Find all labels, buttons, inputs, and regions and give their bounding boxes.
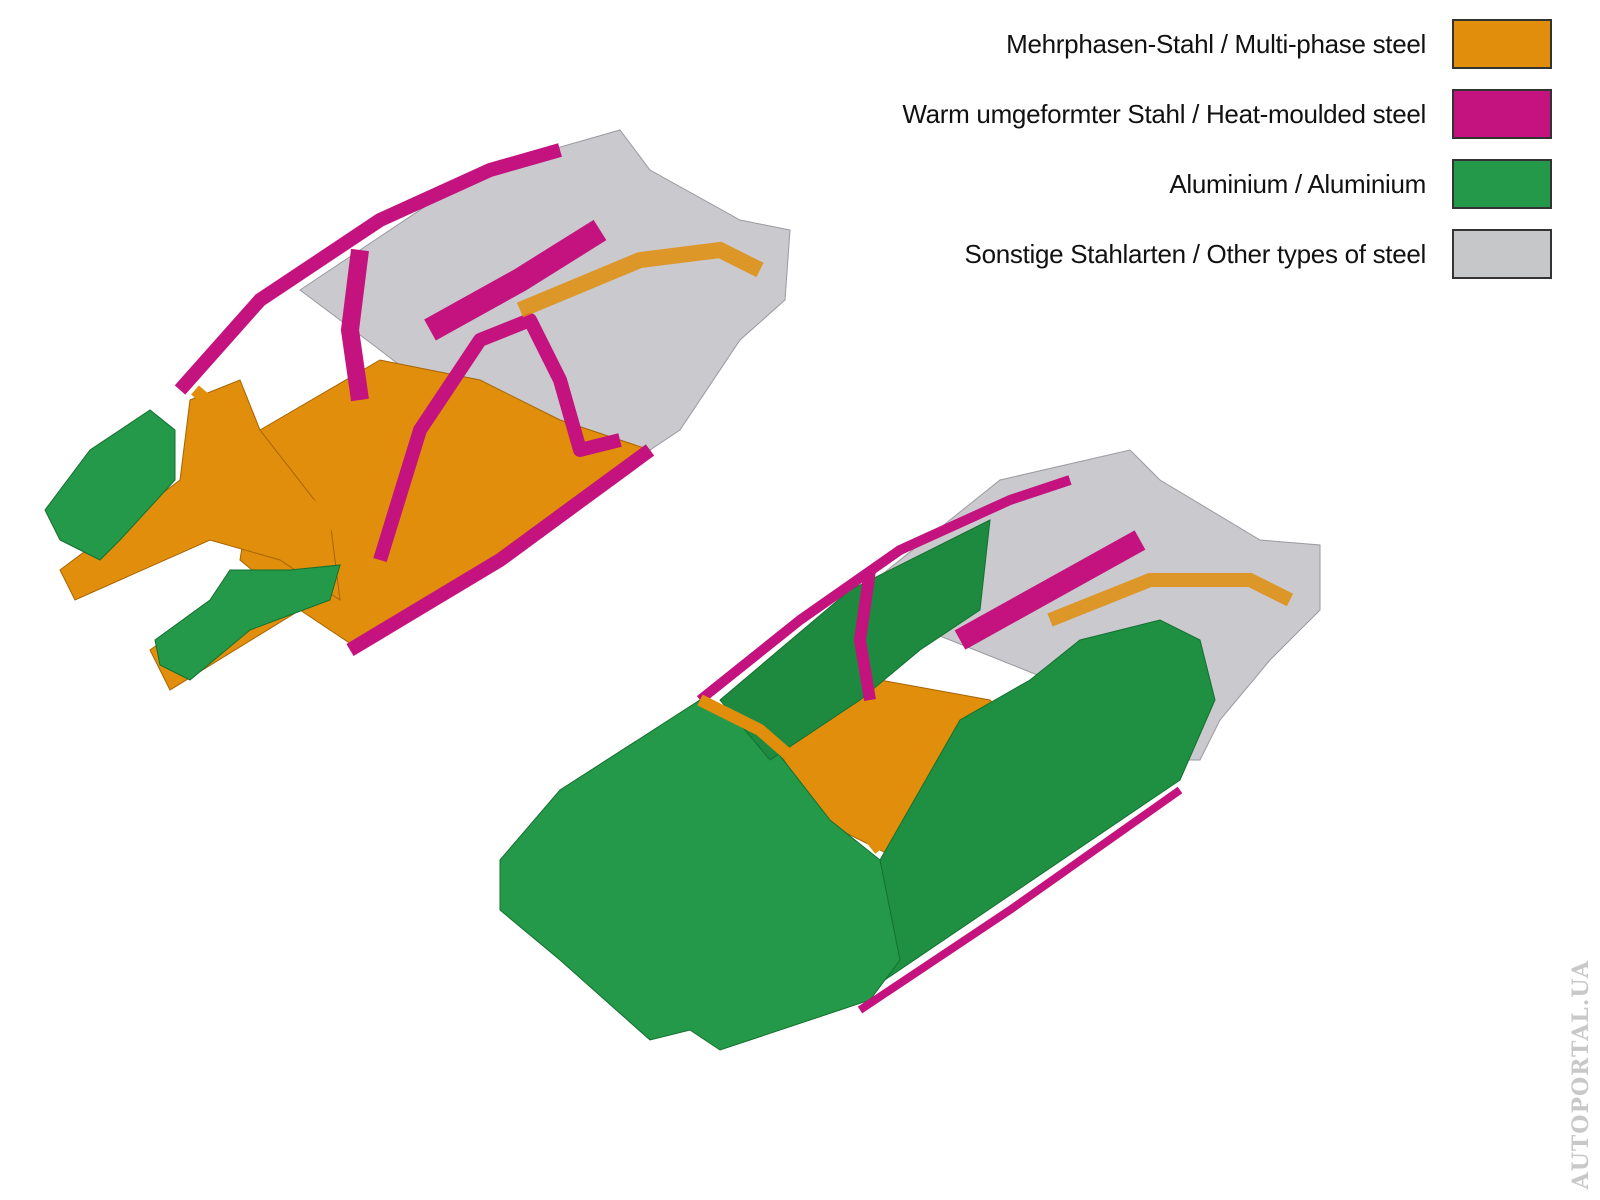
front-end-aluminium	[44, 409, 176, 561]
roof-rail-heat-moulded	[174, 143, 562, 395]
legend-item-other-steel: Sonstige Stahlarten / Other types of ste…	[902, 228, 1552, 280]
a-pillar-multiphase	[191, 385, 344, 535]
b-pillar-heat-moulded	[340, 248, 369, 402]
legend-swatch-magenta	[1452, 89, 1552, 139]
legend-item-heat-moulded-steel: Warm umgeformter Stahl / Heat-moulded st…	[902, 88, 1552, 140]
body-in-white-structure	[44, 129, 791, 691]
windshield-frame-multiphase	[697, 694, 885, 854]
legend-item-aluminium: Aluminium / Aluminium	[902, 158, 1552, 210]
legend-swatch-orange	[1452, 19, 1552, 69]
c-pillar-heat-moulded	[424, 219, 607, 341]
c-pillar-heat-moulded	[954, 530, 1146, 650]
legend-swatch-green	[1452, 159, 1552, 209]
legend-swatch-gray	[1452, 229, 1552, 279]
complete-body	[499, 449, 1321, 1051]
rear-rail-multiphase	[516, 241, 764, 318]
front-strut-aluminium	[154, 564, 341, 681]
legend-label: Sonstige Stahlarten / Other types of ste…	[964, 238, 1427, 269]
sill-heat-moulded	[857, 786, 1183, 1014]
legend-item-multi-phase-steel: Mehrphasen-Stahl / Multi-phase steel	[902, 18, 1552, 70]
legend-label: Aluminium / Aluminium	[1169, 168, 1426, 199]
legend-label: Warm umgeformter Stahl / Heat-moulded st…	[902, 98, 1426, 129]
roof-rail-heat-moulded	[696, 475, 1072, 704]
b-pillar-heat-moulded	[853, 569, 876, 701]
rear-rail-multiphase	[1047, 573, 1294, 627]
material-legend: Mehrphasen-Stahl / Multi-phase steel War…	[902, 18, 1552, 298]
legend-label: Mehrphasen-Stahl / Multi-phase steel	[1006, 28, 1426, 59]
watermark: AUTOPORTAL.UA	[1568, 960, 1594, 1190]
sill-heat-moulded	[346, 444, 655, 657]
side-doors-aluminium	[869, 619, 1216, 991]
rear-door-frame-heat-moulded	[373, 313, 622, 563]
